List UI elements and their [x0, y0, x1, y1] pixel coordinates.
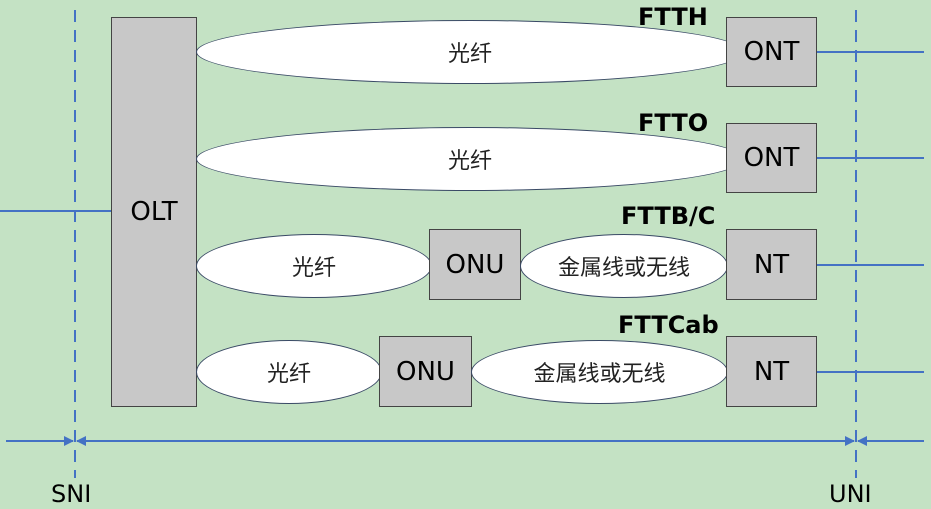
row-type-ftto: FTTO [638, 109, 709, 137]
fiber-ellipse-fttbc: 光纤 [196, 234, 432, 298]
onu-box-fttbc: ONU [429, 229, 521, 300]
copper-label: 金属线或无线 [557, 256, 690, 281]
onu-label: ONU [445, 249, 505, 280]
row-type-ftth: FTTH [638, 3, 708, 31]
copper-ellipse-fttcab: 金属线或无线 [471, 340, 728, 404]
ont-label: ONT [743, 37, 800, 67]
olt-box: OLT [111, 17, 197, 407]
fiber-label: 光纤 [291, 256, 336, 281]
ont-label: ONT [743, 143, 800, 173]
uni-label: UNI [829, 480, 872, 508]
copper-ellipse-fttbc: 金属线或无线 [520, 234, 728, 298]
onu-box-fttcab: ONU [379, 336, 472, 407]
nt-box-fttcab: NT [726, 336, 817, 407]
fiber-label: 光纤 [447, 42, 492, 67]
olt-label: OLT [130, 197, 178, 227]
ont-box-ftth: ONT [726, 17, 817, 87]
fiber-ellipse-ftto: 光纤 [196, 127, 744, 191]
nt-box-fttbc: NT [726, 229, 817, 300]
sni-label: SNI [51, 480, 92, 508]
fiber-ellipse-ftth: 光纤 [196, 20, 744, 84]
nt-label: NT [753, 356, 790, 387]
onu-label: ONU [396, 356, 455, 387]
fiber-label: 光纤 [266, 362, 311, 387]
row-type-fttbc: FTTB/C [621, 202, 716, 230]
row-type-fttcab: FTTCab [618, 311, 719, 339]
fiber-ellipse-fttcab: 光纤 [196, 340, 382, 404]
nt-label: NT [753, 249, 790, 280]
copper-label: 金属线或无线 [533, 362, 666, 387]
fiber-label: 光纤 [447, 149, 492, 174]
ont-box-ftto: ONT [726, 123, 817, 193]
